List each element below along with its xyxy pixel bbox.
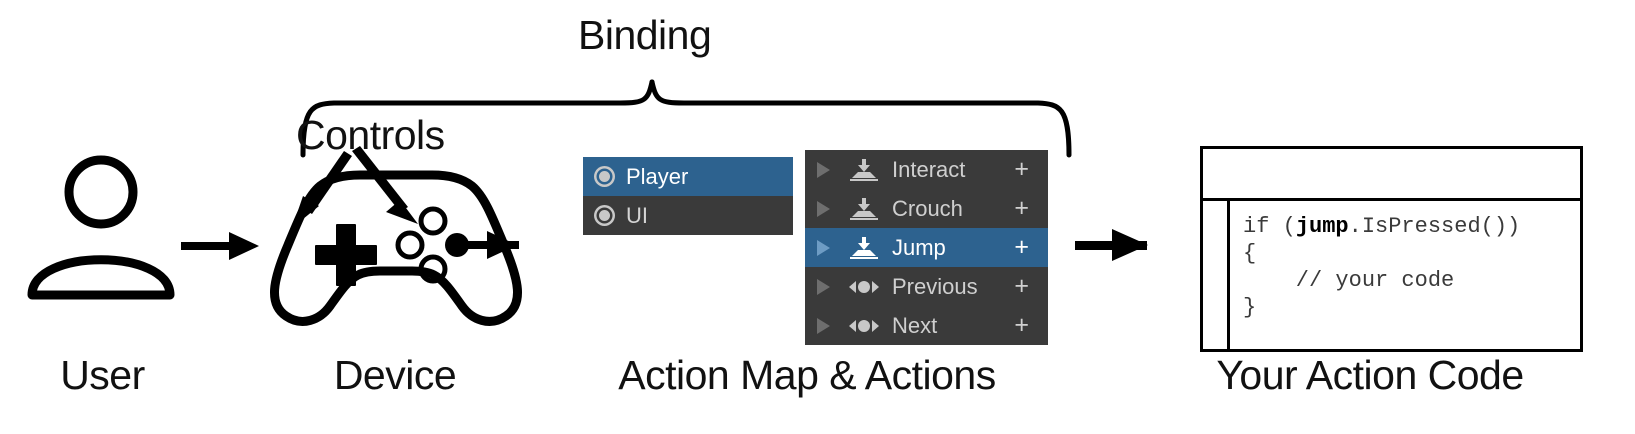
action-map-item-label: UI <box>626 202 648 228</box>
code-text: if (jump.IsPressed()) { // your code } <box>1230 201 1580 352</box>
action-map-item-label: Player <box>626 163 689 189</box>
face-button-left <box>395 230 425 260</box>
code-line-4: } <box>1243 295 1257 320</box>
radio-icon <box>594 205 615 226</box>
code-line-3: // your code <box>1243 268 1455 293</box>
user-icon <box>27 155 175 300</box>
button-action-icon <box>849 197 879 220</box>
arrow-user-to-device <box>181 232 259 260</box>
caption-code: Your Action Code <box>1216 352 1524 398</box>
button-action-icon <box>849 158 879 181</box>
add-binding-button[interactable]: + <box>1014 233 1029 261</box>
code-gutter <box>1203 201 1230 352</box>
code-panel-header <box>1203 149 1580 201</box>
add-binding-button[interactable]: + <box>1014 194 1029 222</box>
chevron-right-icon[interactable] <box>817 161 830 178</box>
action-map-item-ui[interactable]: UI <box>583 196 793 235</box>
face-button-right-active <box>445 233 469 257</box>
binding-label: Binding <box>578 12 712 58</box>
face-button-bottom <box>418 254 448 284</box>
action-row-previous[interactable]: Previous + <box>805 267 1048 306</box>
chevron-right-icon[interactable] <box>817 200 830 217</box>
button-action-icon <box>849 236 879 259</box>
action-map-panel: Player UI <box>583 157 793 235</box>
action-row-label: Next <box>892 312 938 338</box>
caption-device: Device <box>333 352 457 398</box>
action-row-label: Jump <box>892 234 946 260</box>
axis-action-icon <box>849 315 879 337</box>
action-row-next[interactable]: Next + <box>805 306 1048 345</box>
axis-action-icon <box>849 276 879 298</box>
code-line-1-bold: jump <box>1295 214 1349 239</box>
code-panel: if (jump.IsPressed()) { // your code } <box>1200 146 1583 352</box>
code-line-2: { <box>1243 241 1257 266</box>
code-panel-body: if (jump.IsPressed()) { // your code } <box>1203 201 1580 352</box>
chevron-right-icon[interactable] <box>817 278 830 295</box>
action-row-label: Previous <box>892 273 978 299</box>
action-map-item-player[interactable]: Player <box>583 157 793 196</box>
face-button-top <box>418 206 448 236</box>
action-row-label: Crouch <box>892 195 963 221</box>
controls-label: Controls <box>296 112 445 158</box>
gamepad-icon <box>270 170 522 326</box>
arrow-device-to-actionmap <box>457 231 519 259</box>
action-row-interact[interactable]: Interact + <box>805 150 1048 189</box>
dpad-icon <box>315 224 377 286</box>
chevron-right-icon[interactable] <box>817 239 830 256</box>
caption-action-map: Action Map & Actions <box>618 352 996 398</box>
actions-panel: Interact + Crouch + <box>805 150 1048 345</box>
add-binding-button[interactable]: + <box>1014 272 1029 300</box>
code-line-1-post: .IsPressed()) <box>1348 214 1521 239</box>
arrow-actions-to-code <box>1075 229 1148 261</box>
radio-icon <box>594 166 615 187</box>
action-row-jump[interactable]: Jump + <box>805 228 1048 267</box>
chevron-right-icon[interactable] <box>817 317 830 334</box>
add-binding-button[interactable]: + <box>1014 155 1029 183</box>
action-row-label: Interact <box>892 156 966 182</box>
action-row-crouch[interactable]: Crouch + <box>805 189 1048 228</box>
code-line-1-pre: if ( <box>1243 214 1296 239</box>
add-binding-button[interactable]: + <box>1014 311 1029 339</box>
caption-user: User <box>60 352 145 398</box>
